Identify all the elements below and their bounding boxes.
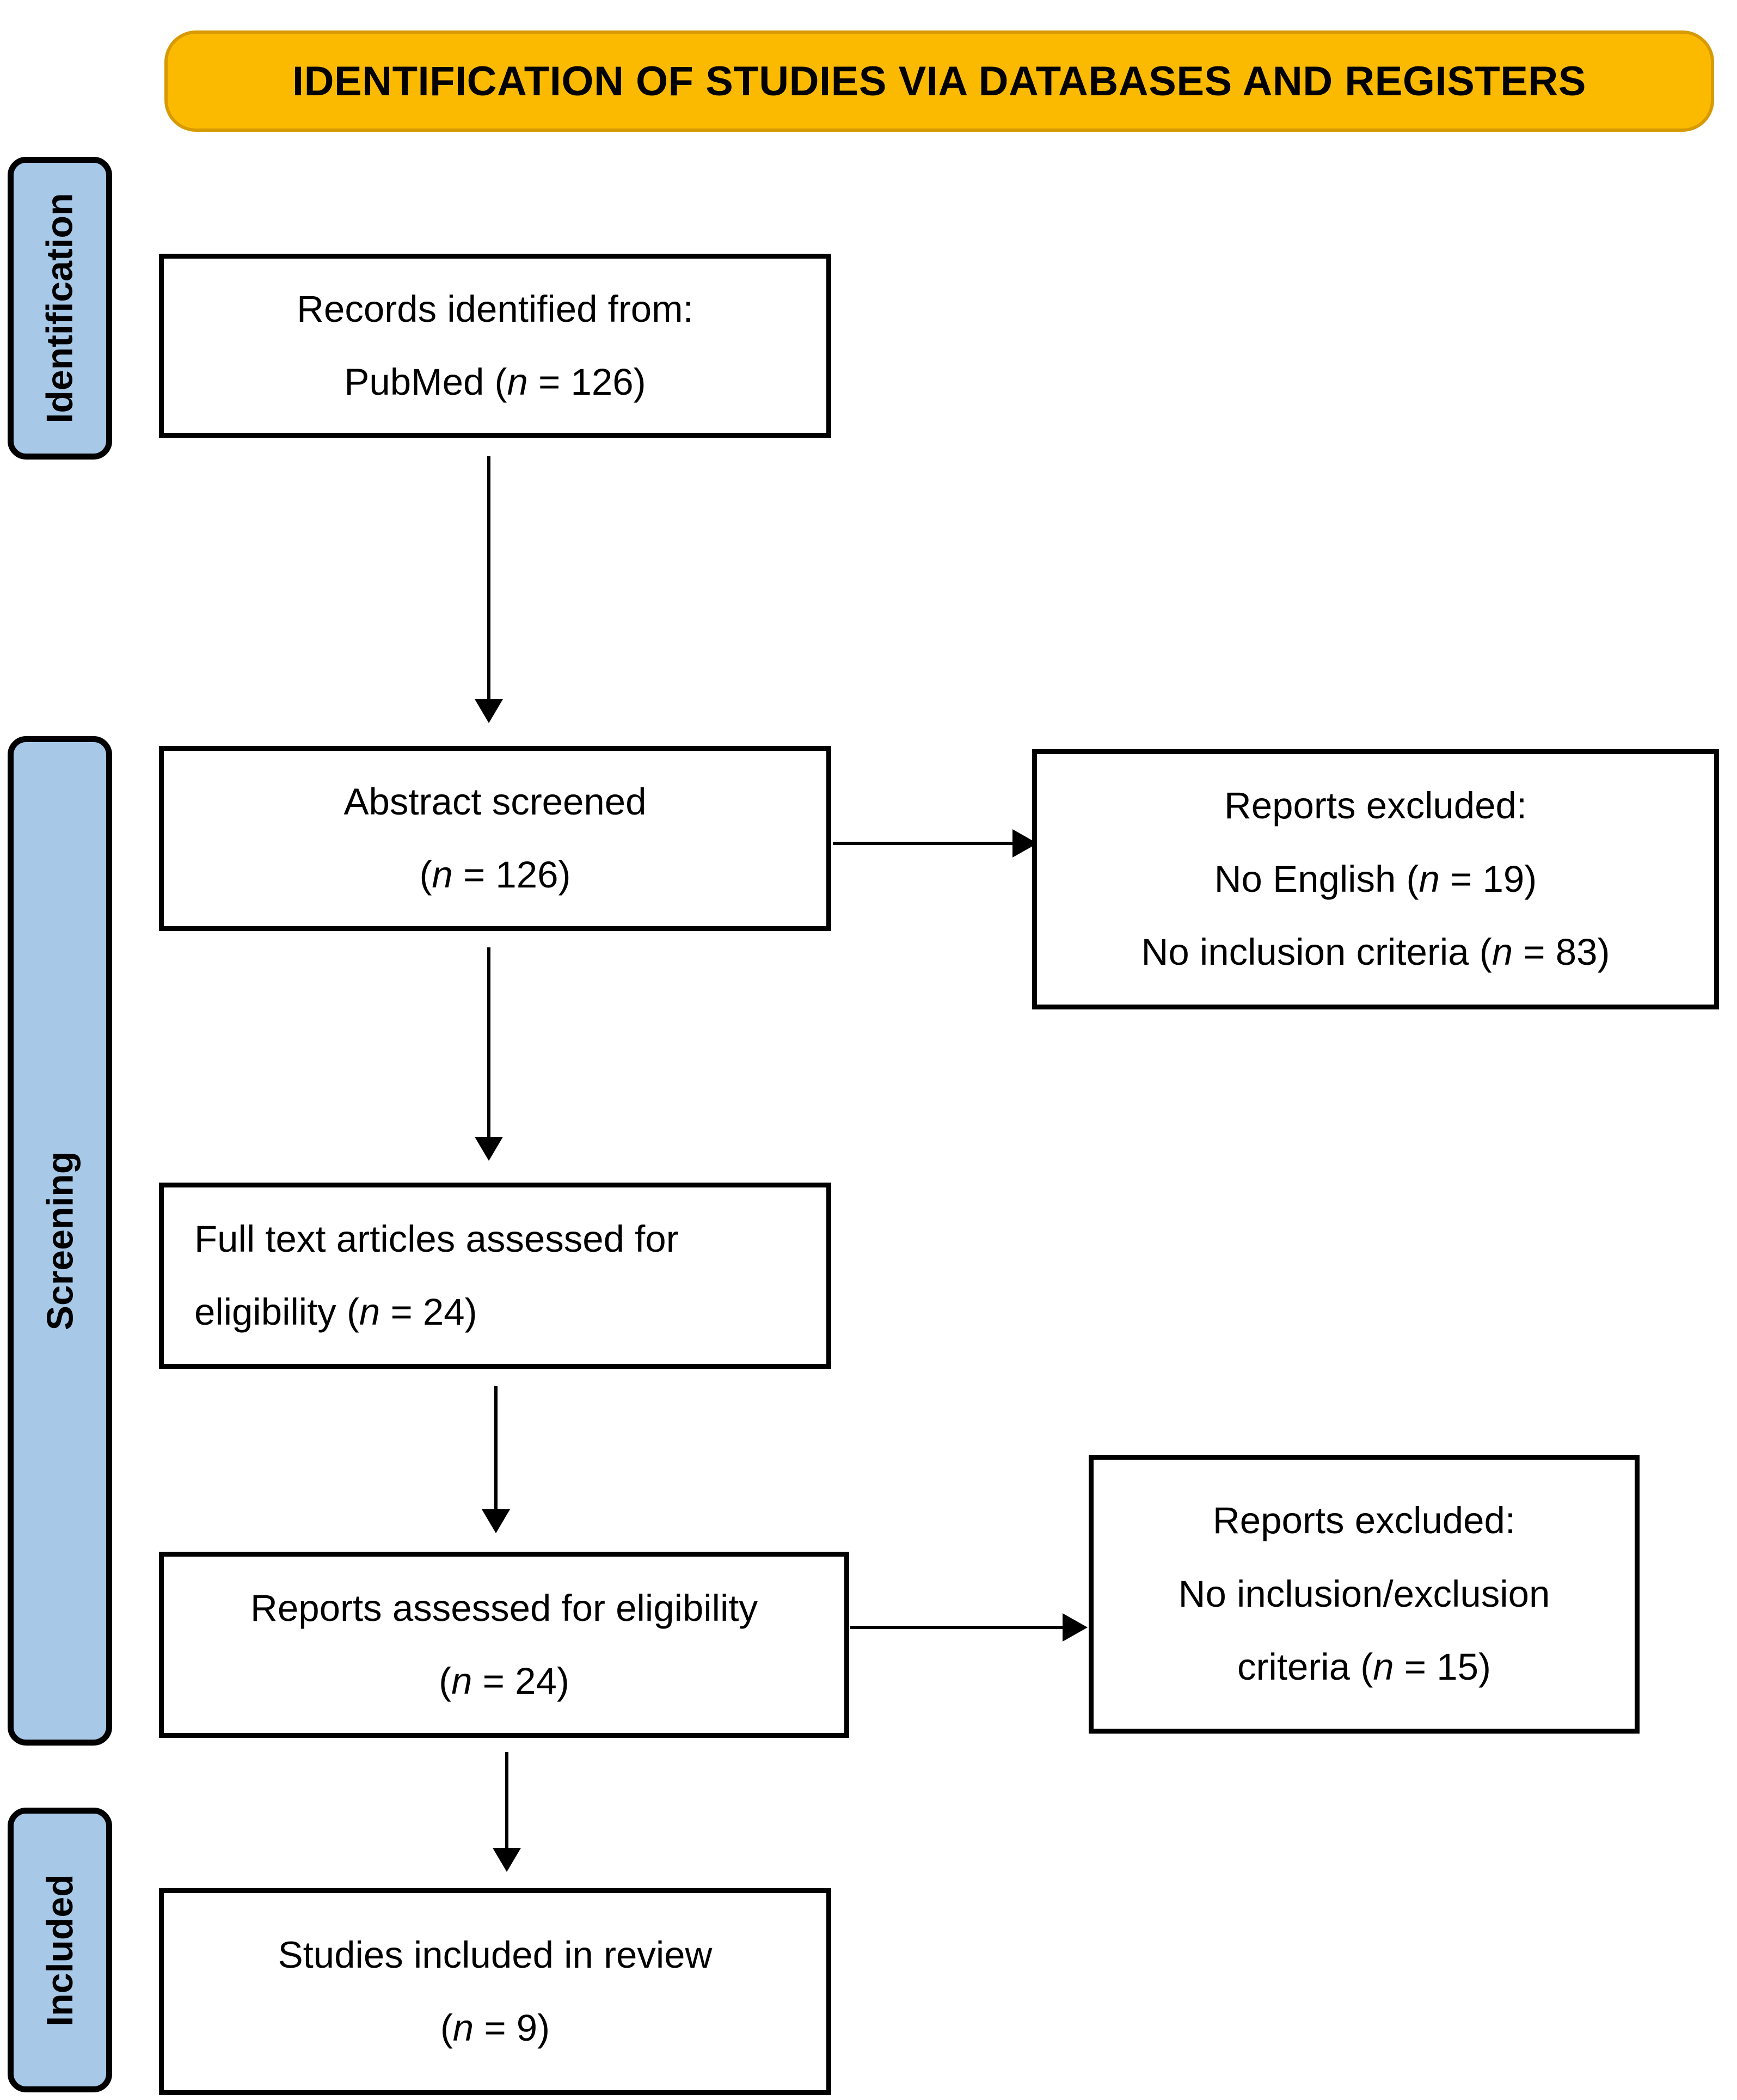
box-reports-excluded-1: Reports excluded: No English (n = 19) No… xyxy=(1032,749,1719,1009)
stage-label-identification-text: Identification xyxy=(39,193,81,424)
stage-label-included-text: Included xyxy=(39,1874,81,2026)
stage-label-identification: Identification xyxy=(8,157,112,460)
box-reports-excluded-2-line1: Reports excluded: xyxy=(1212,1499,1516,1542)
box-full-text-assessed-line1: Full text articles assessed for xyxy=(194,1217,679,1260)
box-studies-included: Studies included in review (n = 9) xyxy=(159,1888,831,2095)
arrow-reports-to-excluded-2 xyxy=(850,1626,1064,1629)
box-abstract-screened: Abstract screened (n = 126) xyxy=(159,746,831,931)
banner-title: IDENTIFICATION OF STUDIES VIA DATABASES … xyxy=(292,58,1586,105)
arrow-reports-to-included xyxy=(505,1752,508,1850)
box-reports-excluded-2-line2: No inclusion/exclusion xyxy=(1178,1572,1550,1615)
box-records-identified-line1: Records identified from: xyxy=(297,287,693,330)
arrow-screened-to-excluded-1 xyxy=(833,842,1014,845)
arrow-screened-to-fulltext xyxy=(487,947,490,1139)
arrow-identified-to-screened xyxy=(487,456,490,701)
box-reports-excluded-1-line1: Reports excluded: xyxy=(1224,785,1527,827)
box-reports-excluded-1-line3: No inclusion criteria (n = 83) xyxy=(1141,931,1610,974)
box-records-identified: Records identified from: PubMed (n = 126… xyxy=(159,254,831,438)
box-reports-excluded-2: Reports excluded: No inclusion/exclusion… xyxy=(1089,1455,1640,1734)
box-full-text-assessed-line2: eligibility (n = 24) xyxy=(194,1291,477,1333)
box-studies-included-line2: (n = 9) xyxy=(440,2007,550,2049)
box-reports-excluded-1-line2: No English (n = 19) xyxy=(1214,858,1537,900)
box-full-text-assessed: Full text articles assessed for eligibil… xyxy=(159,1183,831,1369)
box-reports-assessed-line1: Reports assessed for eligibility xyxy=(250,1587,758,1629)
diagram-header-banner: IDENTIFICATION OF STUDIES VIA DATABASES … xyxy=(164,30,1714,132)
box-records-identified-line2: PubMed (n = 126) xyxy=(344,361,646,403)
arrow-fulltext-to-reports xyxy=(494,1386,498,1511)
stage-label-screening: Screening xyxy=(8,736,112,1746)
stage-label-included: Included xyxy=(8,1808,112,2092)
stage-label-screening-text: Screening xyxy=(39,1151,81,1331)
box-abstract-screened-line1: Abstract screened xyxy=(343,780,647,823)
box-reports-assessed-line2: (n = 24) xyxy=(439,1660,569,1702)
box-reports-assessed: Reports assessed for eligibility (n = 24… xyxy=(159,1552,849,1738)
box-reports-excluded-2-line3: criteria (n = 15) xyxy=(1237,1646,1491,1688)
box-abstract-screened-line2: (n = 126) xyxy=(419,854,571,896)
box-studies-included-line1: Studies included in review xyxy=(278,1933,713,1976)
